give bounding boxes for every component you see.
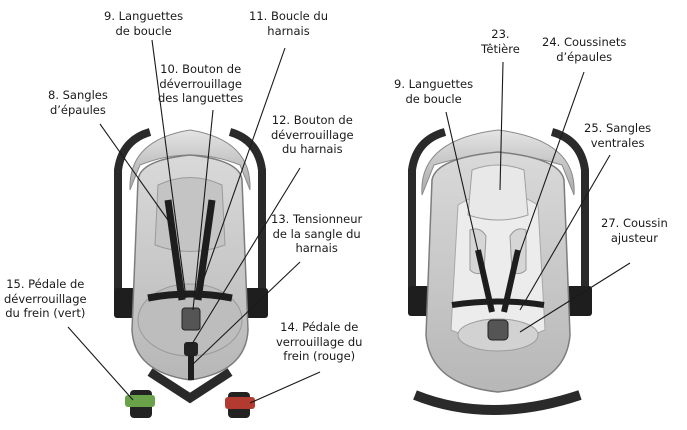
label-harness-release-button: 12. Bouton de déverrouillage du harnais: [271, 113, 354, 157]
label-buckle-tongues-right: 9. Languettes de boucle: [394, 77, 473, 106]
left-harness-buckle: [182, 308, 200, 330]
label-adjuster-cushion: 27. Coussin ajusteur: [601, 216, 668, 245]
label-lap-straps: 25. Sangles ventrales: [584, 121, 651, 150]
right-buckle: [488, 320, 508, 340]
label-brake-lock-pedal: 14. Pédale de verrouillage du frein (rou…: [276, 320, 362, 364]
label-headrest: 23. Têtière: [481, 27, 520, 56]
label-brake-release-pedal: 15. Pédale de déverrouillage du frein (v…: [4, 277, 87, 321]
right-lap-strap: [452, 302, 544, 306]
left-harness-release: [184, 342, 198, 356]
leader-14: [250, 372, 320, 403]
label-tongue-release-button: 10. Bouton de déverrouillage des languet…: [158, 62, 243, 106]
right-base: [415, 395, 580, 410]
label-shoulder-pads: 24. Coussinets d’épaules: [542, 35, 626, 64]
right-headrest: [468, 165, 528, 220]
left-lap-strap: [148, 294, 232, 298]
label-shoulder-straps: 8. Sangles d’épaules: [48, 88, 108, 117]
label-buckle-tongues-left: 9. Languettes de boucle: [104, 9, 183, 38]
label-harness-tensioner: 13. Tensionneur de la sangle du harnais: [271, 212, 362, 256]
left-seat-back: [155, 178, 225, 252]
label-harness-buckle: 11. Boucle du harnais: [249, 9, 328, 38]
left-seat: [114, 130, 268, 418]
leader-15: [68, 327, 133, 400]
